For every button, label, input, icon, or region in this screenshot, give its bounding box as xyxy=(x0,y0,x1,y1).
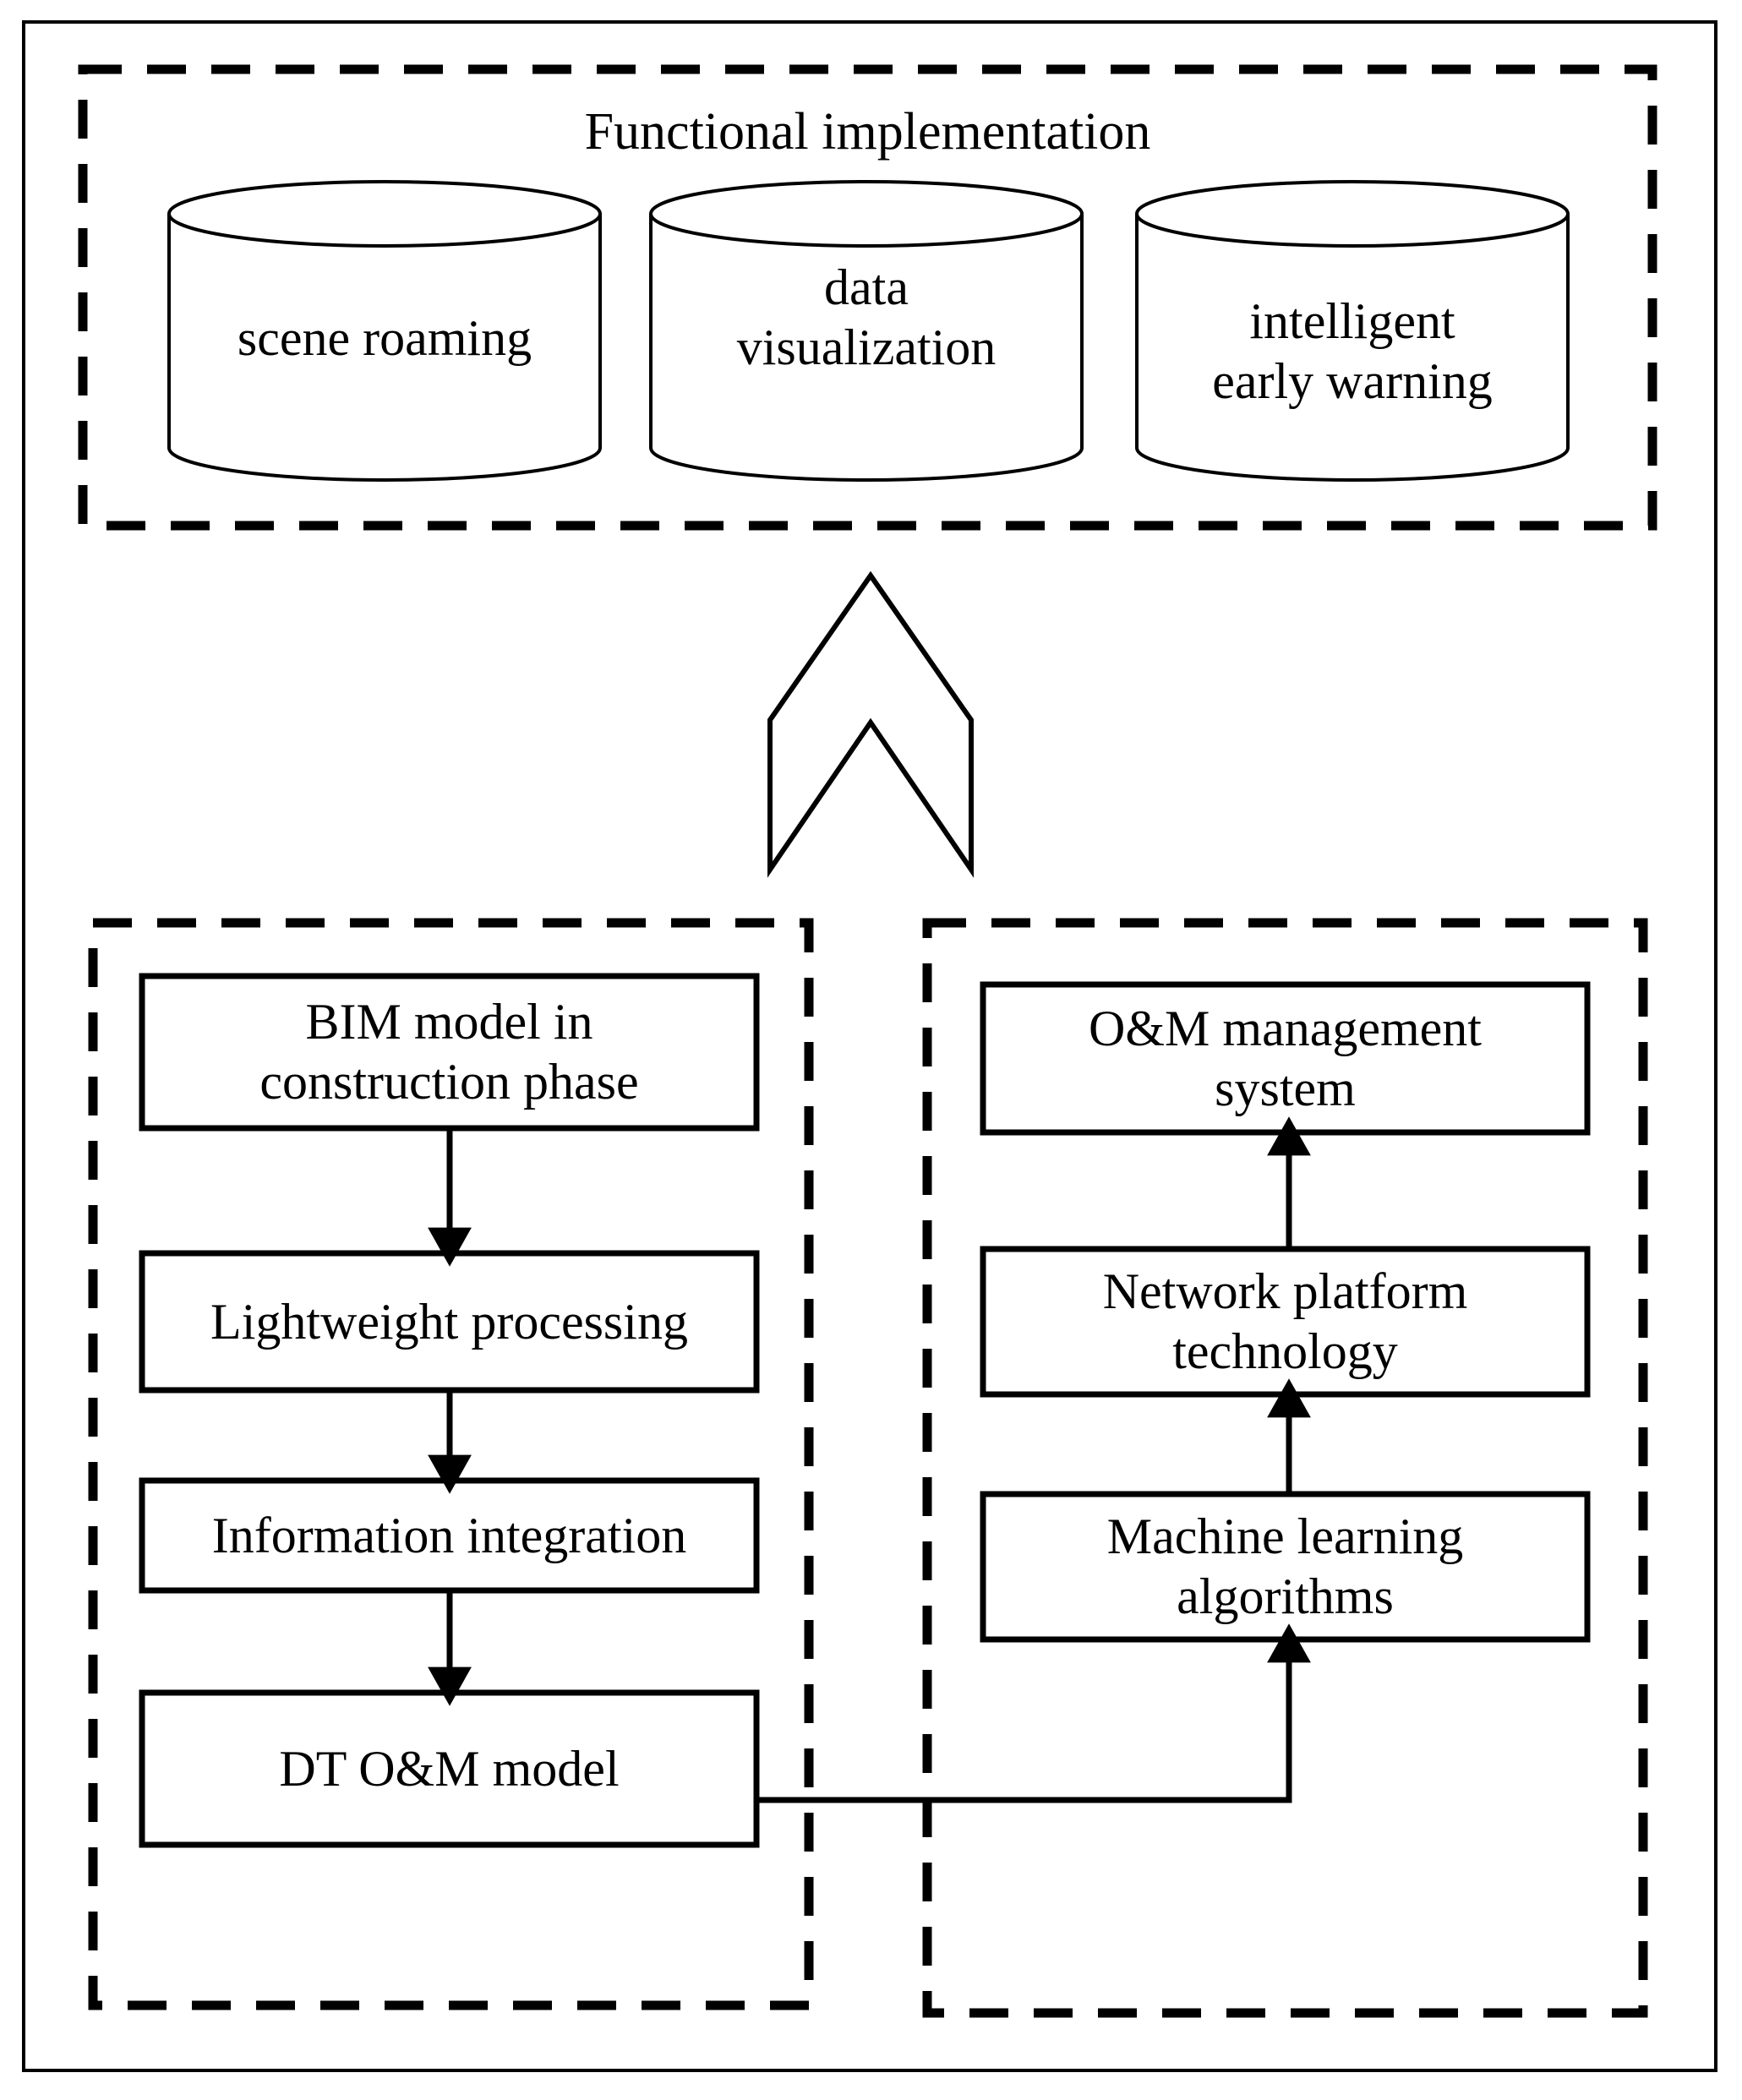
node-machine-learning-algorithms[interactable] xyxy=(983,1494,1587,1639)
label-dt-om-model: DT O&M model xyxy=(279,1740,620,1797)
cylinder-label-intelligent-early-warning: intelligent early warning xyxy=(1212,293,1493,409)
label-om-management-system: O&M management system xyxy=(1089,1000,1482,1116)
label-lightweight-processing: Lightweight processing xyxy=(210,1293,688,1350)
node-bim-model-construction-phase[interactable] xyxy=(142,976,756,1128)
node-scene-roaming[interactable] xyxy=(169,182,600,480)
node-chevron-up[interactable] xyxy=(770,575,971,870)
connector-dt-model-to-ml-algorithms xyxy=(756,1623,1311,1803)
functional-implementation-title: Functional implementation xyxy=(584,103,1151,161)
node-dt-om-model[interactable] xyxy=(142,1693,756,1845)
label-information-integration: Information integration xyxy=(211,1507,687,1563)
cylinder-label-scene-roaming: scene roaming xyxy=(237,309,532,366)
node-data-visualization[interactable] xyxy=(651,182,1082,480)
label-machine-learning-algorithms: Machine learning algorithms xyxy=(1106,1508,1464,1624)
label-bim-model-construction-phase: BIM model in construction phase xyxy=(259,994,639,1110)
node-om-management-system[interactable] xyxy=(983,985,1587,1132)
node-intelligent-early-warning[interactable] xyxy=(1137,182,1568,480)
node-information-integration[interactable] xyxy=(142,1481,756,1590)
cylinder-label-data-visualization: data visualization xyxy=(736,259,997,375)
label-network-platform-technology: Network platform technology xyxy=(1102,1263,1468,1379)
node-lightweight-processing[interactable] xyxy=(142,1253,756,1390)
node-network-platform-technology[interactable] xyxy=(983,1249,1587,1394)
